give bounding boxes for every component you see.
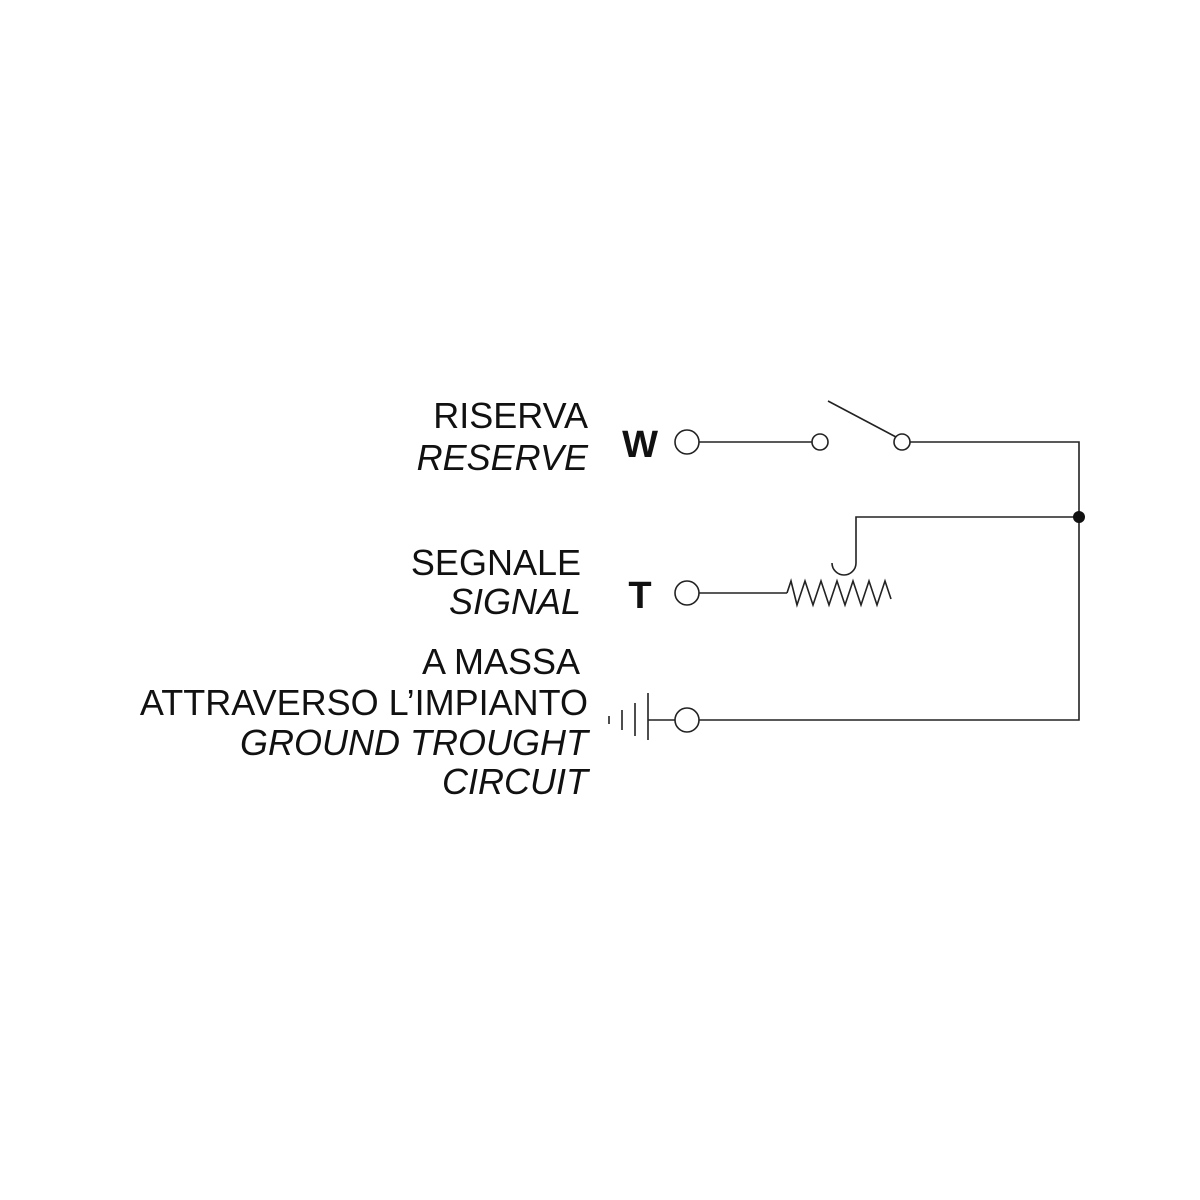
ground-label-it-1: A MASSA [422,641,580,682]
ground-icon [608,693,649,740]
ground-label-en-2: CIRCUIT [442,761,591,802]
terminal-w [674,429,700,455]
switch-lever [827,400,897,438]
terminal-ground [674,707,700,733]
signal-label-it: SEGNALE [411,542,581,583]
wire-return [699,441,1080,721]
terminal-t-label: T [628,575,651,617]
reserve-label-it: RISERVA [433,395,588,436]
wiper-hook-icon [831,562,857,576]
signal-label-en: SIGNAL [449,581,581,622]
switch-contact-2 [893,433,911,451]
terminal-w-label: W [622,424,658,466]
terminal-t [674,580,700,606]
wire-wiper [855,516,1079,563]
reserve-label-en: RESERVE [417,437,589,478]
switch-contact-1 [811,433,829,451]
junction-dot [1073,511,1085,523]
ground-label-en-1: GROUND TROUGHT [240,722,591,763]
ground-label-it-2: ATTRAVERSO L’IMPIANTO [140,682,588,723]
resistor-icon [786,578,892,608]
